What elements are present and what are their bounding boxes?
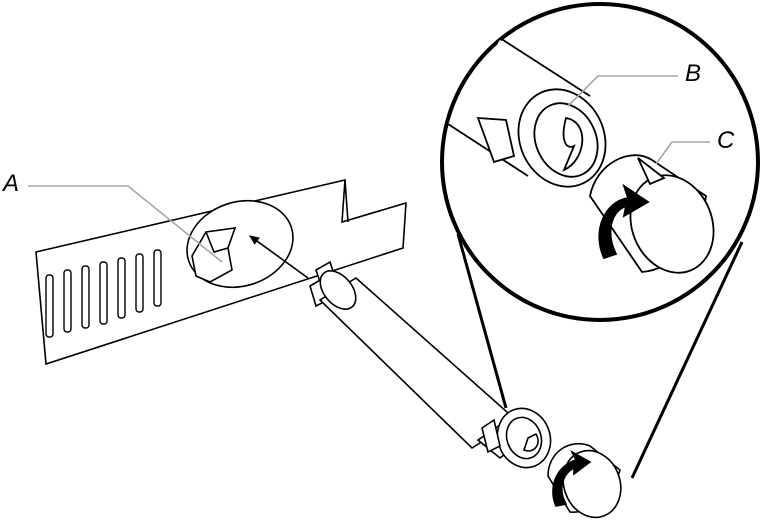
filter-cap-small bbox=[547, 442, 622, 519]
detail-magnifier bbox=[440, 2, 760, 479]
leader-line-b bbox=[567, 75, 678, 107]
leader-line-c bbox=[655, 141, 710, 165]
callout-label-a: A bbox=[3, 170, 20, 197]
filter-housing-panel bbox=[35, 178, 407, 366]
callout-label-b: B bbox=[685, 60, 702, 87]
callout-label-c: C bbox=[717, 127, 735, 154]
filter-cap-detail bbox=[589, 154, 715, 274]
rotate-arrow-detail bbox=[598, 183, 650, 260]
insertion-arrow bbox=[249, 235, 309, 279]
leader-line-a bbox=[28, 185, 223, 263]
rotate-arrow-small bbox=[552, 450, 592, 507]
water-filter-cartridge bbox=[309, 260, 552, 469]
leader-lines bbox=[28, 75, 710, 263]
vent-slots bbox=[45, 249, 162, 338]
